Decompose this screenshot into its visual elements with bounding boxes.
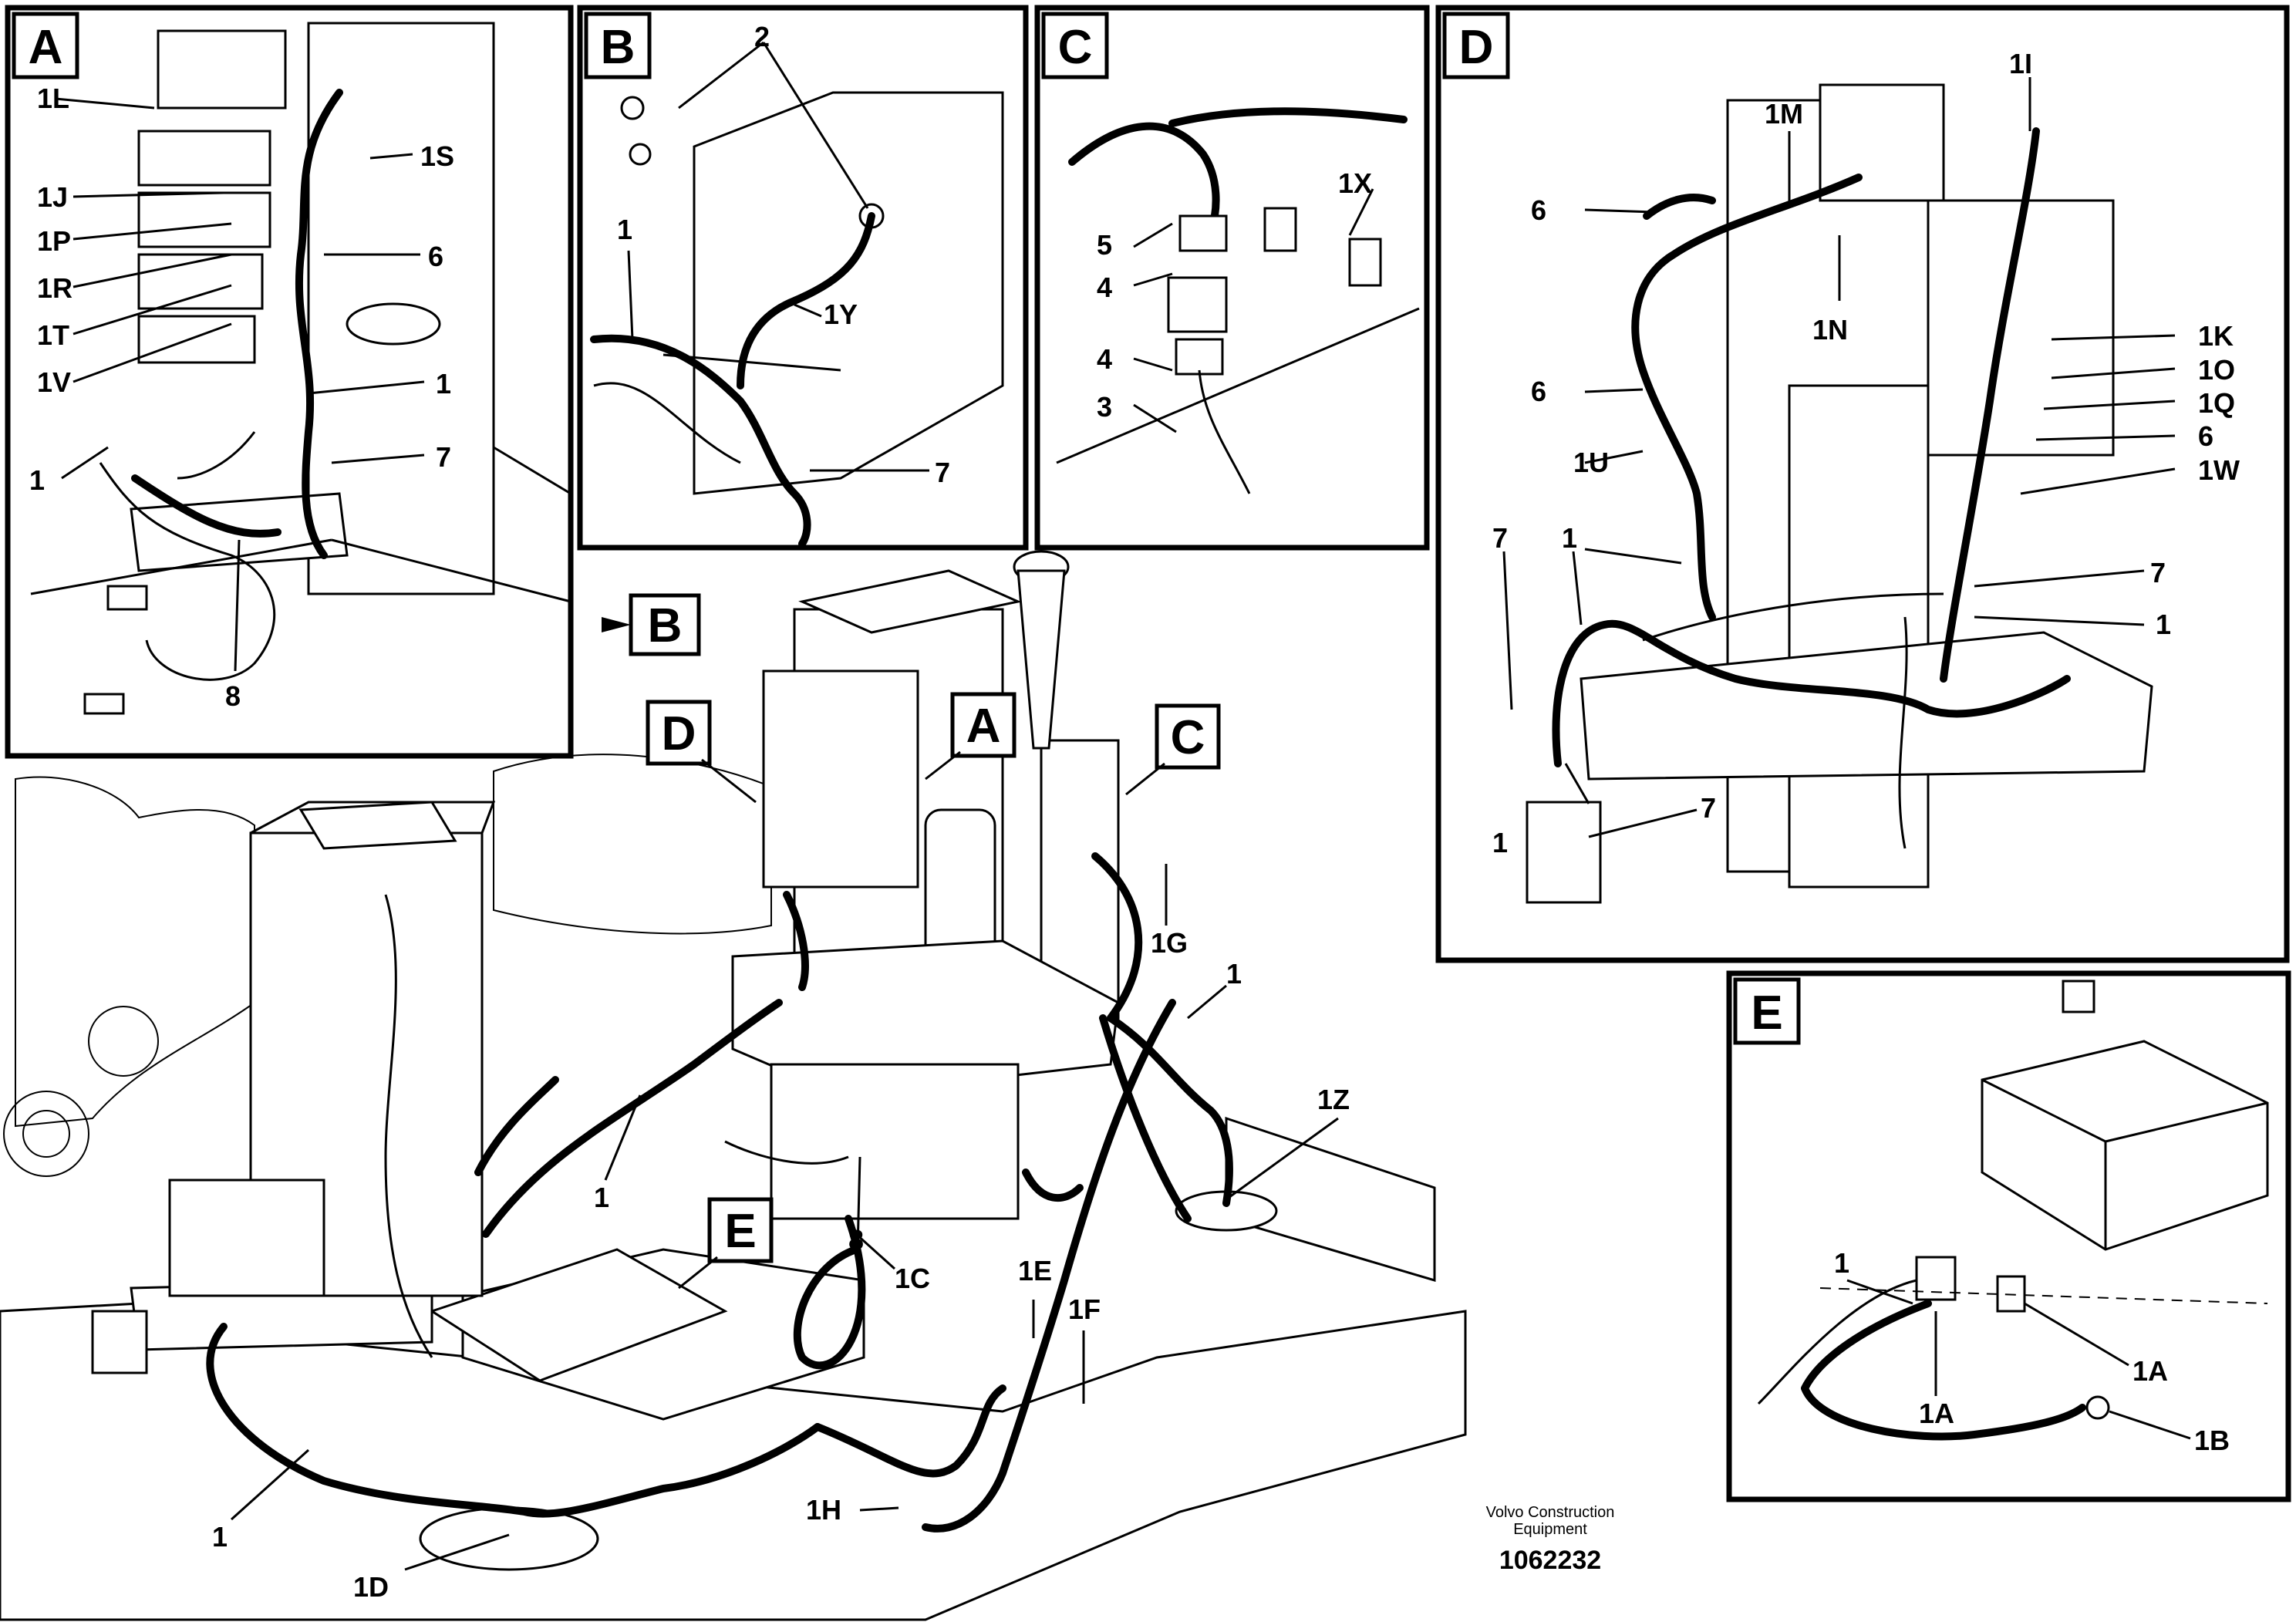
callout-4: 4 [1097, 343, 1112, 375]
callout-5: 5 [1097, 229, 1112, 261]
callout-1: 1 [436, 368, 451, 400]
main-assembly-view: B D A C E 1G 1 1Z 1 8 1C 1E 1F 1 1H [0, 550, 1467, 1621]
callout-3: 3 [1097, 391, 1112, 423]
company-name-line1: Volvo Construction [1485, 1504, 1615, 1521]
drawing-footer: Volvo Construction Equipment 1062232 [1450, 1504, 1650, 1576]
callout-1v: 1V [37, 366, 71, 398]
callout-1q: 1Q [2198, 387, 2235, 419]
view-tag-b: B [648, 599, 683, 653]
callout-1: 1 [594, 1182, 609, 1213]
callout-7: 7 [1701, 792, 1716, 824]
callout-1: 1 [1492, 827, 1508, 858]
callout-1a: 1A [1919, 1398, 1954, 1429]
callout-1j: 1J [37, 181, 68, 213]
callout-6: 6 [1531, 194, 1546, 226]
panel-b-tag: B [601, 21, 636, 74]
callout-1w: 1W [2198, 454, 2240, 486]
callout-8: 8 [848, 1224, 864, 1256]
callout-1z: 1Z [1317, 1084, 1350, 1115]
callout-1: 1 [29, 464, 45, 496]
callout-1i: 1I [2009, 48, 2032, 79]
callout-8: 8 [225, 680, 241, 712]
callout-6: 6 [428, 241, 443, 272]
callout-1u: 6 [2198, 420, 2213, 452]
callout-1t: 1T [37, 319, 69, 351]
view-tag-e: E [724, 1205, 756, 1258]
company-name-line2: Equipment [1513, 1521, 1587, 1538]
detail-panel-c: C 1X 5 4 4 3 [1034, 5, 1430, 551]
callout-7: 7 [2150, 557, 2166, 588]
callout-1k: 1K [2198, 320, 2234, 352]
callout-2: 2 [754, 21, 770, 52]
callout-1c: 1C [895, 1263, 930, 1294]
callout-1: 1 [1226, 958, 1242, 990]
detail-panel-a: A 1L 1S 1J 1P 1 [5, 5, 574, 759]
callout-6: 6 [1531, 376, 1546, 407]
callout-1: 1 [212, 1521, 228, 1553]
panel-e-tag: E [1751, 986, 1782, 1040]
view-tag-a: A [966, 700, 1001, 753]
callout-1l: 1L [37, 83, 69, 114]
drawing-number: 1062232 [1499, 1546, 1602, 1575]
detail-panel-b: B 2 1 1Y 7 [577, 5, 1029, 551]
callout-1: 1 [617, 214, 632, 245]
callout-1r: 1R [37, 272, 72, 304]
view-tag-c: C [1171, 711, 1205, 764]
callout-1n: 1N [1812, 314, 1848, 346]
callout-4: 4 [1097, 271, 1112, 303]
panel-a-tag: A [29, 21, 63, 74]
callout-1: 1 [1562, 522, 1577, 554]
callout-1h: 1H [806, 1494, 841, 1526]
callout-1y: 1Y [824, 298, 858, 330]
callout-6: 1U [1573, 447, 1609, 478]
callout-7: 7 [1492, 522, 1508, 554]
callout-1s: 1S [420, 140, 454, 172]
callout-1o: 1O [2198, 354, 2235, 386]
panel-d-tag: D [1459, 21, 1494, 74]
callout-1b: 1B [2194, 1425, 2230, 1456]
callout-1g: 1G [1151, 927, 1188, 959]
callout-1: 1 [2156, 609, 2171, 640]
callout-7: 7 [935, 457, 950, 488]
callout-1e: 1E [1018, 1255, 1052, 1286]
callout-7: 7 [436, 441, 451, 473]
callout-1: 1 [1834, 1247, 1849, 1279]
callout-1m: 1M [1765, 98, 1803, 130]
panel-c-tag: C [1058, 21, 1093, 74]
detail-panel-d: D 1I 1M 6 1N 1K 6 1O [1435, 5, 2290, 963]
callout-1p: 1P [37, 225, 71, 257]
callout-1a: 1A [2132, 1355, 2168, 1387]
callout-1d: 1D [353, 1571, 389, 1603]
view-tag-d: D [662, 707, 696, 760]
callout-1x: 1X [1338, 167, 1372, 199]
detail-panel-e: E 1 1A 1A 1B [1726, 970, 2291, 1502]
callout-1f: 1F [1068, 1293, 1101, 1325]
